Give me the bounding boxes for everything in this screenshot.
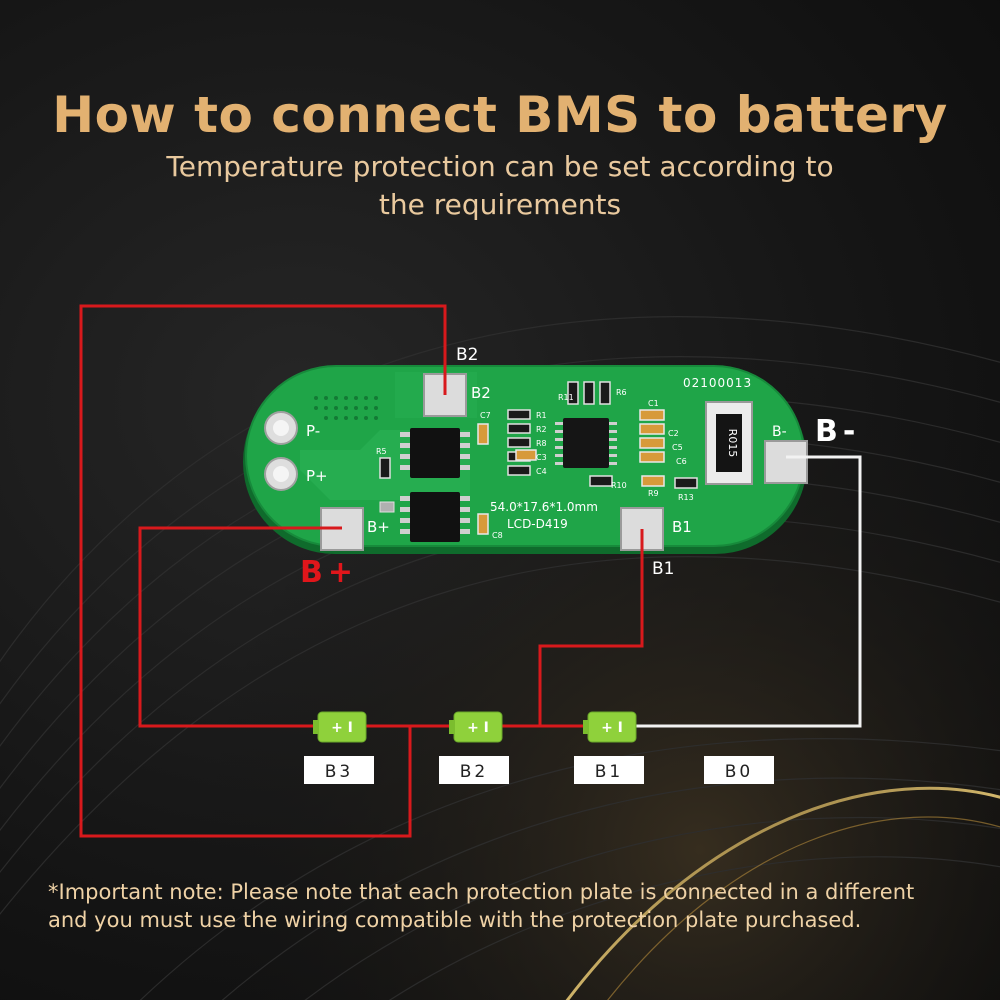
wire-b-plus	[138, 526, 342, 728]
callout-b-minus: B-	[815, 414, 860, 449]
silk-c5: C5	[672, 443, 683, 452]
pad-label-p-minus: P-	[306, 422, 320, 440]
board-serial-number: 02100013	[683, 376, 752, 390]
page-title: How to connect BMS to battery	[52, 86, 948, 144]
silk-c3: C3	[536, 453, 547, 462]
silk-c4: C4	[536, 467, 547, 476]
silk-r5: R5	[376, 447, 387, 456]
note-line-1: *Important note: Please note that each p…	[48, 880, 915, 904]
battery-cell-b3: + I	[313, 711, 367, 743]
silk-r8: R8	[536, 439, 547, 448]
shunt-resistor-label: R015	[726, 429, 739, 458]
battery-cell-b1: + I	[583, 711, 637, 743]
silk-r9: R9	[648, 489, 659, 498]
pad-b-minus	[764, 440, 808, 484]
pad-label-b-minus: B-	[772, 424, 787, 440]
wire-b2	[79, 304, 447, 838]
important-note: *Important note: Please note that each p…	[48, 878, 988, 934]
terminal-tag-b0-label: B0	[725, 762, 753, 782]
wire-b1	[538, 529, 644, 726]
silk-r1: R1	[536, 411, 547, 420]
page-subtitle: Temperature protection can be set accord…	[0, 148, 1000, 224]
board-model: LCD-D419	[507, 517, 568, 531]
cell-tag-b2-label: B2	[460, 762, 488, 782]
silk-c7: C7	[480, 411, 491, 420]
cell-tag-b2: B2	[439, 756, 509, 784]
subtitle-line-2: the requirements	[378, 188, 622, 221]
cell-symbol-b1: + I	[601, 720, 623, 736]
subtitle-line-1: Temperature protection can be set accord…	[166, 150, 834, 183]
cell-tag-b3-label: B3	[325, 762, 353, 782]
silk-c6: C6	[676, 457, 687, 466]
shunt-resistor: R015	[705, 401, 753, 485]
terminal-tag-b0: B0	[704, 756, 774, 784]
cell-tag-b1: B1	[574, 756, 644, 784]
controller-ic	[555, 418, 617, 468]
callout-b1: B1	[652, 559, 674, 579]
pad-label-p-plus: P+	[306, 467, 328, 485]
silk-c8: C8	[492, 531, 503, 540]
p-plus-pad	[264, 457, 298, 491]
pad-label-b2: B2	[471, 384, 491, 402]
silk-c1: C1	[648, 399, 659, 408]
board-dimensions: 54.0*17.6*1.0mm	[490, 500, 598, 514]
cell-symbol-b2: + I	[467, 720, 489, 736]
mosfet-chip-1	[400, 428, 470, 478]
pad-label-b1: B1	[672, 518, 692, 536]
cell-tag-b3: B3	[304, 756, 374, 784]
silk-r13: R13	[678, 493, 694, 502]
silk-r10: R10	[611, 481, 627, 490]
battery-cell-b2: + I	[449, 711, 503, 743]
pad-label-b-plus: B+	[367, 518, 390, 536]
note-line-2: and you must use the wiring compatible w…	[48, 908, 862, 932]
silk-r6: R6	[616, 388, 627, 397]
p-minus-pad	[264, 411, 298, 445]
silk-c2: C2	[668, 429, 679, 438]
bms-board: P- P+	[243, 365, 808, 554]
cell-symbol-b3: + I	[331, 720, 353, 736]
callout-b2: B2	[456, 345, 478, 365]
smd-components	[379, 381, 698, 535]
mosfet-chip-2	[400, 492, 470, 542]
wire-b-minus	[636, 455, 862, 728]
cell-tag-b1-label: B1	[595, 762, 623, 782]
silk-r11: R11	[558, 393, 574, 402]
callout-b-plus: B+	[300, 555, 358, 590]
silk-r2: R2	[536, 425, 547, 434]
